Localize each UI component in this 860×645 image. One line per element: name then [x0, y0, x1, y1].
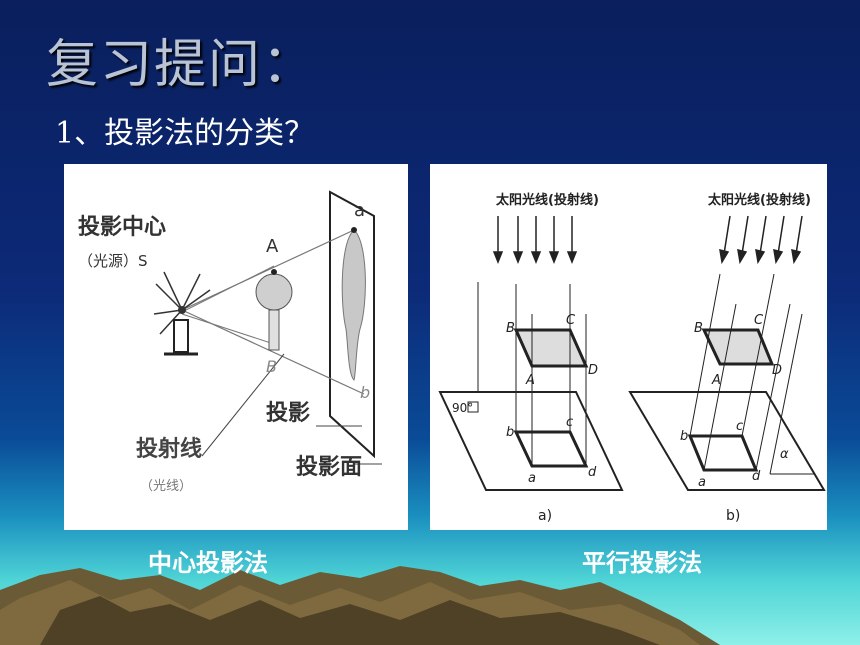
arrow-group-b: [719, 215, 803, 265]
parallel-projection-diagram: 太阳光线(投射线) 90° B C A D b c a d a) 太阳光线(投射…: [438, 192, 826, 524]
caption-central-projection: 中心投影法: [148, 549, 268, 577]
pt-d-a: d: [588, 465, 597, 480]
sub-label-a: a): [538, 508, 552, 524]
label-a: a: [354, 200, 365, 221]
ray-line: [181, 313, 275, 345]
pt-a-a: a: [528, 471, 536, 486]
pt-b-a: b: [506, 425, 514, 440]
sub-label-b: b): [726, 508, 740, 524]
pt-b-b: b: [680, 429, 688, 444]
object-stem: [268, 309, 280, 351]
pt-d-b: d: [752, 469, 761, 484]
label-rays-sub: （光线）: [140, 479, 192, 494]
point-A-dot: [271, 269, 277, 275]
light-source-icon: [153, 271, 211, 356]
question-text: 1、投影法的分类？: [55, 116, 315, 151]
label-A: A: [266, 236, 279, 257]
pt-C-b: C: [754, 313, 764, 328]
label-alpha: α: [780, 447, 789, 462]
central-projection-figure: 投影中心 （光源）S A a B b 投影 投射线 （光线） 投影面: [64, 164, 408, 530]
leader-line: [201, 353, 285, 457]
pt-B-b: B: [694, 321, 703, 336]
proj-lines-b: [689, 273, 814, 475]
central-projection-diagram: 投影中心 （光源）S A a B b 投影 投射线 （光线） 投影面: [78, 190, 382, 494]
label-sun-b: 太阳光线(投射线): [707, 192, 811, 208]
label-projection: 投影: [266, 401, 310, 426]
caption-parallel-projection: 平行投影法: [582, 549, 702, 577]
pt-c-b: c: [736, 419, 743, 434]
arrow-group-a: [492, 216, 578, 265]
label-b: b: [360, 383, 370, 402]
point-a-dot: [351, 227, 357, 233]
pt-D-a: D: [588, 363, 598, 378]
right-angle-mark: [467, 401, 479, 413]
shadow-shape: [341, 229, 366, 381]
label-plane: 投影面: [296, 455, 362, 480]
label-source: （光源）S: [78, 252, 148, 270]
ray-line: [181, 265, 275, 313]
pt-D-b: D: [772, 363, 782, 378]
proj-lines-a: [515, 284, 587, 466]
label-sun-a: 太阳光线(投射线): [495, 192, 599, 208]
pt-A-a: A: [525, 373, 535, 388]
parallel-projection-figure: 太阳光线(投射线) 90° B C A D b c a d a) 太阳光线(投射…: [430, 164, 827, 530]
plane-b: [628, 391, 826, 491]
slide-title: 复习提问：: [46, 35, 317, 95]
label-center: 投影中心: [78, 215, 166, 240]
pt-c-a: c: [566, 415, 573, 430]
projection-plane: [329, 190, 375, 459]
label-B: B: [266, 357, 277, 376]
pt-A-b: A: [711, 373, 721, 388]
pt-a-b: a: [698, 475, 706, 490]
pt-B-a: B: [506, 321, 515, 336]
pt-C-a: C: [566, 313, 576, 328]
ray-line: [181, 229, 355, 311]
label-rays: 投射线: [136, 436, 202, 462]
object-square-b: [701, 328, 775, 366]
plane-a: [438, 391, 624, 491]
label-90: 90°: [452, 401, 473, 415]
